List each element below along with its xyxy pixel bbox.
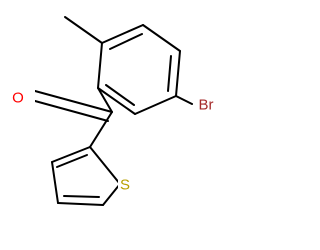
bond-c4-c5 — [175, 50, 181, 97]
ring-to-carbonyl-bond — [97, 87, 113, 113]
bromine-label: Br — [199, 97, 214, 114]
structure-drawing: O S Br — [12, 16, 218, 206]
benzene-ring — [97, 24, 181, 115]
bond-carbonyl-thiophene — [89, 111, 113, 148]
methyl-bond — [64, 16, 103, 44]
bond-c6-c1 — [97, 87, 136, 115]
bond-c2-c3 — [101, 24, 144, 44]
bond-c3-c4 — [142, 24, 181, 52]
carbonyl-double-bond — [34, 100, 109, 122]
inner-double-bond — [109, 33, 143, 50]
inner-double-bond — [63, 195, 100, 198]
bromine-atom: Br — [194, 96, 218, 114]
oxygen-atom: O — [12, 89, 35, 107]
inner-double-bond — [56, 154, 88, 168]
bond-c2-c3-thiophene — [51, 146, 91, 163]
bond-c1-c2 — [97, 42, 103, 89]
molecule-structure: O S Br — [12, 16, 218, 206]
bond-c5-s-thiophene — [102, 183, 121, 206]
bond-c4-c5-thiophene — [57, 202, 104, 206]
bond-s-c2-thiophene — [89, 146, 121, 185]
thiophene-ring — [51, 111, 121, 206]
oxygen-label: O — [12, 90, 24, 107]
inner-double-bond — [167, 55, 172, 92]
sulfur-label: S — [120, 177, 130, 194]
bond-c3-c4-thiophene — [51, 161, 59, 204]
bond-c5-c6 — [134, 95, 177, 115]
inner-double-bond — [105, 84, 135, 106]
carbonyl-double-bond — [34, 90, 113, 113]
bromine-bond — [175, 95, 193, 105]
sulfur-atom: S — [118, 176, 132, 194]
